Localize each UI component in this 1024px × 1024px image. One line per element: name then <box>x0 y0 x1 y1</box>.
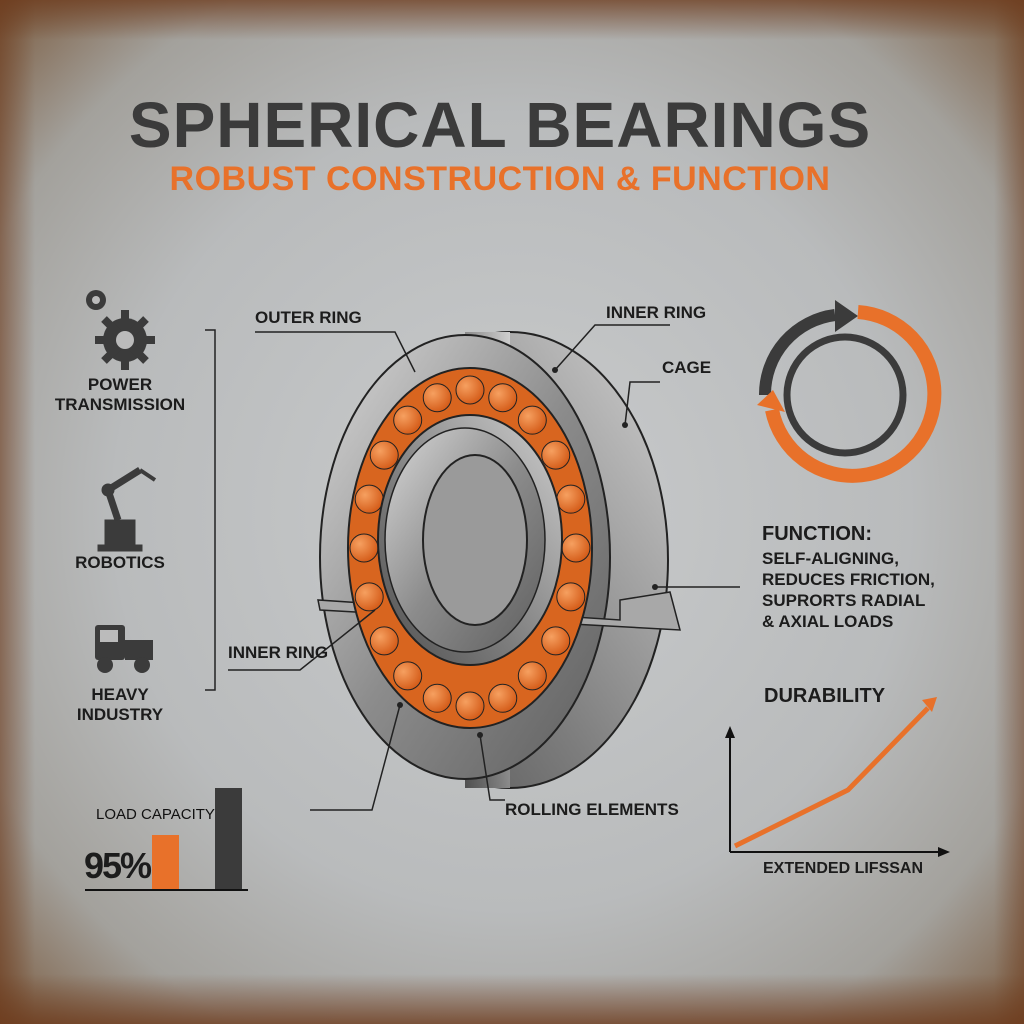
load-capacity-bar <box>152 835 179 890</box>
durability-trend-line <box>733 706 930 849</box>
rolling-element-ball <box>422 383 452 413</box>
function-line: & AXIAL LOADS <box>762 612 894 631</box>
rolling-element-ball <box>455 375 485 405</box>
rolling-elements <box>349 375 591 721</box>
durability-xlabel: EXTENDED LIFSSAN <box>763 860 924 877</box>
bearing-illustration <box>317 331 681 789</box>
rolling-element-ball <box>556 484 586 514</box>
callout-inner-ring-top: INNER RING <box>606 303 707 322</box>
load-capacity-chart <box>85 788 248 891</box>
application-heavy-industry: HEAVY INDUSTRY <box>76 685 164 724</box>
durability-chart <box>725 697 950 857</box>
rolling-element-ball <box>488 383 518 413</box>
rolling-element-ball <box>517 405 547 435</box>
truck-icon <box>95 625 153 673</box>
rolling-element-ball <box>393 405 423 435</box>
rolling-element-ball <box>354 484 384 514</box>
function-lines: SELF-ALIGNING, REDUCES FRICTION, SUPRORT… <box>762 548 935 632</box>
function-line: SELF-ALIGNING, <box>762 549 899 568</box>
rolling-element-ball <box>517 661 547 691</box>
application-power-transmission: POWER TRANSMISSION <box>54 375 186 414</box>
rolling-element-ball <box>455 691 485 721</box>
callout-outer-ring: OUTER RING <box>255 308 362 327</box>
rolling-element-ball <box>556 582 586 612</box>
rolling-element-ball <box>488 683 518 713</box>
function-heading: FUNCTION: <box>762 523 872 545</box>
page-title: SPHERICAL BEARINGS <box>128 89 872 161</box>
application-robotics: ROBOTICS <box>75 553 165 572</box>
load-capacity-label: LOAD CAPACITY <box>96 806 215 823</box>
rotation-arrows-icon <box>757 300 942 483</box>
rolling-element-ball <box>354 582 384 612</box>
load-capacity-value: 95% <box>84 845 152 886</box>
callout-rolling-elements: ROLLING ELEMENTS <box>505 800 679 819</box>
leader-dots <box>397 367 658 738</box>
rolling-element-ball <box>369 440 399 470</box>
callout-cage: CAGE <box>662 358 712 377</box>
trend-arrowhead <box>922 697 937 712</box>
rolling-element-ball <box>561 533 591 563</box>
rolling-element-ball <box>422 683 452 713</box>
function-line: SUPRORTS RADIAL <box>762 591 926 610</box>
gears-icon <box>86 290 155 370</box>
function-line: REDUCES FRICTION, <box>762 570 935 589</box>
callout-inner-ring-left: INNER RING <box>228 643 329 662</box>
page-subtitle: ROBUST CONSTRUCTION & FUNCTION <box>169 160 831 198</box>
rolling-element-ball <box>369 626 399 656</box>
rolling-element-ball <box>541 440 571 470</box>
rolling-element-ball <box>541 626 571 656</box>
cutaway-notch <box>317 591 681 631</box>
bore <box>422 454 528 626</box>
max-capacity-bar <box>215 788 242 890</box>
rolling-element-ball <box>349 533 379 563</box>
leader-lines <box>205 324 740 811</box>
robot-arm-icon <box>97 467 157 552</box>
rolling-element-ball <box>393 661 423 691</box>
durability-title: DURABILITY <box>764 685 886 707</box>
